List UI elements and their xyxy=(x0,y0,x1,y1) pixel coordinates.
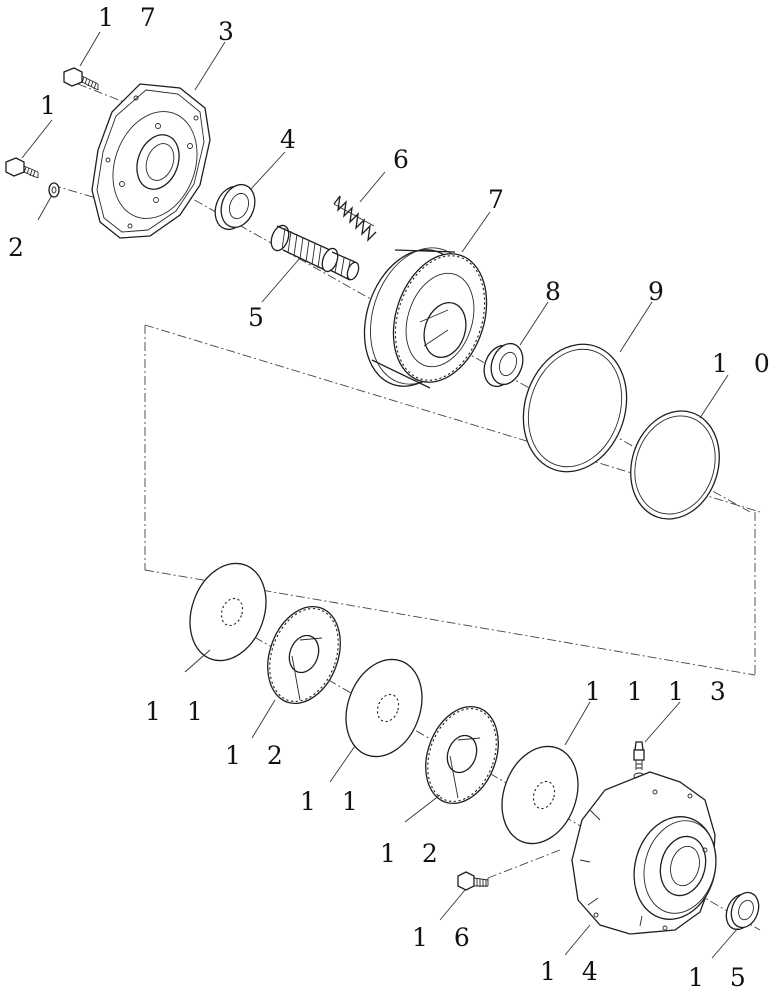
callout-2: 2 xyxy=(8,233,33,262)
friction-disc-11b xyxy=(345,658,423,758)
callout-10: 1 0 xyxy=(712,349,779,378)
grease-fitting-13 xyxy=(633,741,645,780)
callout-9: 9 xyxy=(648,277,673,306)
rear-housing-14 xyxy=(571,771,717,935)
callout-11c: 1 1 xyxy=(585,677,652,706)
cap-screw-17 xyxy=(63,67,99,91)
callout-3: 3 xyxy=(218,17,243,46)
callout-8: 8 xyxy=(545,277,570,306)
callout-16: 1 6 xyxy=(412,923,479,952)
splined-shaft-5 xyxy=(270,224,360,281)
cap-screw-1 xyxy=(5,157,39,179)
friction-disc-11c xyxy=(501,745,579,845)
bearing-4 xyxy=(214,183,256,231)
callout-11a: 1 1 xyxy=(145,697,212,726)
leader-lines xyxy=(21,31,739,959)
bolt-16 xyxy=(457,871,489,891)
callout-14: 1 4 xyxy=(540,957,607,986)
o-ring-9 xyxy=(522,343,628,473)
o-ring-10 xyxy=(630,410,720,520)
friction-disc-11a xyxy=(189,562,267,662)
callout-1: 1 xyxy=(40,91,65,120)
callout-12b: 1 2 xyxy=(380,839,447,868)
washer-2 xyxy=(48,182,60,198)
callout-6: 6 xyxy=(393,145,418,174)
separator-plate-12b xyxy=(425,705,499,805)
callout-13: 1 3 xyxy=(668,677,735,706)
callout-17: 1 7 xyxy=(98,3,165,32)
clutch-hub-7 xyxy=(363,247,488,389)
callout-numbers: 1 7 1 2 3 4 6 5 7 8 9 1 0 1 1 1 2 1 1 1 … xyxy=(8,3,779,992)
spring-6 xyxy=(333,195,377,242)
separator-plate-12a xyxy=(267,605,341,705)
callout-15: 1 5 xyxy=(688,963,755,992)
callout-4: 4 xyxy=(280,125,305,154)
cover-plate-3 xyxy=(91,83,211,239)
seal-15 xyxy=(725,891,760,931)
callout-12a: 1 2 xyxy=(225,741,292,770)
callout-5: 5 xyxy=(248,303,273,332)
bearing-8 xyxy=(483,342,524,388)
callout-7: 7 xyxy=(488,185,513,214)
callout-11b: 1 1 xyxy=(300,787,367,816)
